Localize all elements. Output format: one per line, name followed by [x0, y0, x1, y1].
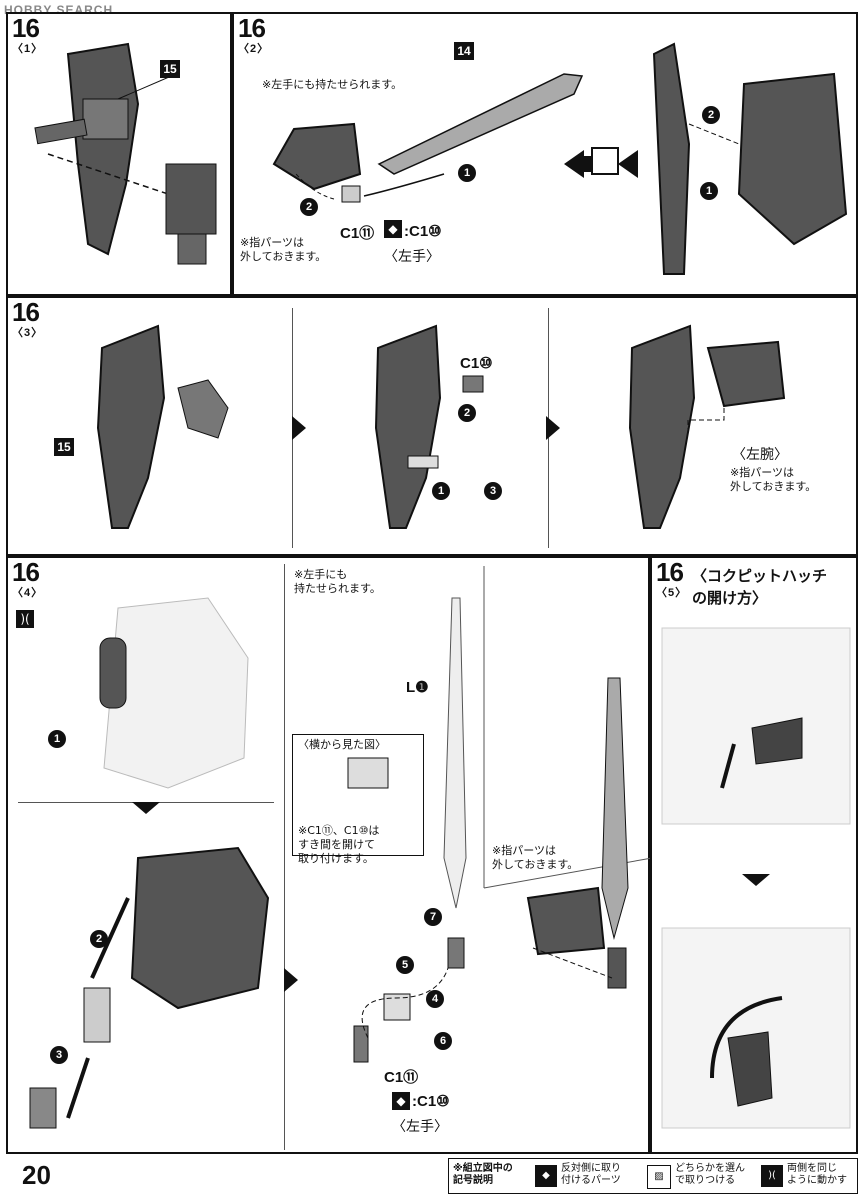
- hand-label: 〈左手〉: [392, 1119, 448, 1135]
- step-circle-3: 3: [484, 482, 502, 500]
- both-sides-icon: )(: [761, 1165, 783, 1187]
- panel-16-1: 16 〈1〉 15: [6, 12, 232, 296]
- panel-16-4: 16 〈4〉 )( 1 2 3 ※左手にも 持たせられます。 L❶ 〈横から見た…: [6, 556, 653, 1154]
- note-left-hand: ※左手にも 持たせられます。: [294, 568, 381, 595]
- step-number: 16: [12, 557, 40, 587]
- step-circle-7: 7: [424, 908, 442, 926]
- step-number: 16: [656, 557, 684, 587]
- panel-16-5: 16 〈5〉 〈コクピットハッチ の開け方〉 1 2: [650, 556, 858, 1154]
- substep-label: 〈1〉: [12, 43, 44, 55]
- note-finger-parts: ※指パーツは 外しておきます。: [730, 466, 817, 493]
- step-circle-right-2: 2: [702, 106, 720, 124]
- code-left: C1⑪: [340, 225, 375, 242]
- arm-rifle-illustration: [272, 42, 848, 275]
- step-circle-2: 2: [90, 930, 108, 948]
- note-gap: ※C1⑪、C1⑩は すき間を開けて 取り付けます。: [298, 824, 380, 865]
- chest-illustration: [29, 597, 270, 1129]
- legend-item-text: どちらかを選ん で取りつける: [675, 1163, 745, 1186]
- part-number: 15: [54, 438, 74, 456]
- divider: [284, 564, 285, 1150]
- next-arrow: [284, 968, 298, 992]
- shield-illustration: [34, 42, 217, 265]
- legend-item-text: 両側を同じ ように動かす: [787, 1163, 847, 1186]
- next-arrow: [546, 416, 560, 440]
- section-title: 〈コクピットハッチ の開け方〉: [692, 568, 828, 607]
- step-circle-right-1: 1: [700, 182, 718, 200]
- shield-assembly-illustration: [96, 324, 786, 529]
- step-circle-6: 6: [434, 1032, 452, 1050]
- next-arrow: [742, 874, 770, 886]
- step-number: 16: [12, 13, 40, 43]
- note-left-hand: ※左手にも持たせられます。: [262, 78, 403, 91]
- code-right: :C1⑩: [404, 223, 442, 240]
- panel-16-2: 16 〈2〉 14 ※左手にも持たせられます。 ※指パーツは 外しておきます。 …: [232, 12, 858, 296]
- substep-label: 〈2〉: [238, 43, 270, 55]
- mirror-icon: ◆: [392, 1092, 410, 1110]
- next-arrow: [292, 416, 306, 440]
- both-sides-icon: )(: [16, 610, 34, 628]
- step-circle-1: 1: [48, 730, 66, 748]
- code-left: C1⑪: [384, 1069, 419, 1086]
- mirror-icon: ◆: [384, 220, 402, 238]
- part-number: 14: [454, 42, 474, 60]
- step-circle-1: 1: [458, 164, 476, 182]
- step-number: 16: [12, 297, 40, 327]
- step-circle-2: 2: [458, 404, 476, 422]
- part-number: 15: [160, 60, 180, 78]
- part-l-label: L❶: [406, 679, 429, 696]
- side-view-title: 〈横から見た図〉: [298, 738, 386, 751]
- blade-illustration: [347, 566, 653, 1063]
- mirror-icon: ◆: [535, 1165, 557, 1187]
- hand-label: 〈左手〉: [384, 249, 440, 265]
- substep-label: 〈5〉: [656, 587, 688, 599]
- step-number: 16: [238, 13, 266, 43]
- page-number: 20: [22, 1160, 51, 1190]
- step-circle-1: 1: [432, 482, 450, 500]
- legend-label: ※組立図中の 記号説明: [453, 1163, 513, 1186]
- code-right: :C1⑩: [412, 1093, 450, 1110]
- cockpit-illustration: [661, 627, 851, 1129]
- panel-16-3: 16 〈3〉 15 C1⑩ 2 1 3 〈左腕〉 ※指パーツは 外しておきます。: [6, 296, 858, 556]
- substep-label: 〈4〉: [12, 587, 44, 599]
- note-finger-parts: ※指パーツは 外しておきます。: [240, 236, 327, 263]
- step-circle-3: 3: [50, 1046, 68, 1064]
- substep-label: 〈3〉: [12, 327, 44, 339]
- step-circle-4: 4: [426, 990, 444, 1008]
- legend-item-text: 反対側に取り 付けるパーツ: [561, 1163, 621, 1186]
- code-label: C1⑩: [460, 355, 493, 372]
- arm-label: 〈左腕〉: [732, 447, 788, 463]
- next-arrow: [132, 802, 160, 814]
- choose-icon: ▨: [647, 1165, 671, 1189]
- step-circle-2: 2: [300, 198, 318, 216]
- legend-box: ※組立図中の 記号説明 ◆ 反対側に取り 付けるパーツ ▨ どちらかを選ん で取…: [448, 1158, 858, 1194]
- step-circle-5: 5: [396, 956, 414, 974]
- side-view-box: [292, 734, 424, 856]
- note-finger-parts: ※指パーツは 外しておきます。: [492, 844, 579, 871]
